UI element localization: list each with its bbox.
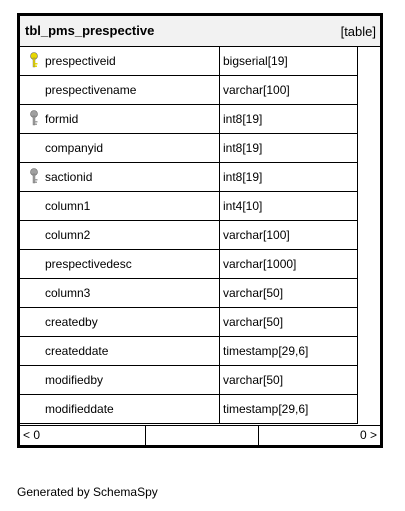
icon-cell-empty <box>20 192 44 220</box>
icon-cell-empty <box>20 250 44 278</box>
column-name[interactable]: formid <box>45 105 220 133</box>
generated-by-label: Generated by SchemaSpy <box>17 485 158 499</box>
column-name[interactable]: sactionid <box>45 163 220 191</box>
column-type: int8[19] <box>220 105 358 133</box>
table-type-label: [table] <box>340 24 376 39</box>
icon-cell-empty <box>20 279 44 307</box>
column-name[interactable]: prespectivedesc <box>45 250 220 278</box>
column-type: varchar[1000] <box>220 250 358 278</box>
column-type: varchar[50] <box>220 279 358 307</box>
foreign-key-icon <box>20 105 44 133</box>
column-type: varchar[50] <box>220 308 358 336</box>
parent-count: < 0 <box>20 426 146 445</box>
column-type: int4[10] <box>220 192 358 220</box>
table-right-margin <box>358 47 380 425</box>
icon-cell-empty <box>20 337 44 365</box>
column-type: varchar[100] <box>220 76 358 104</box>
column-type: int8[19] <box>220 163 358 191</box>
icon-cell-empty <box>20 221 44 249</box>
icon-cell-empty <box>20 395 44 423</box>
column-name[interactable]: modifieddate <box>45 395 220 423</box>
table-name[interactable]: tbl_pms_prespective <box>25 23 155 38</box>
column-name[interactable]: modifiedby <box>45 366 220 394</box>
column-name[interactable]: column2 <box>45 221 220 249</box>
column-name[interactable]: prespectivename <box>45 76 220 104</box>
column-name[interactable]: column3 <box>45 279 220 307</box>
column-name[interactable]: companyid <box>45 134 220 162</box>
relationship-footer: < 0 0 > <box>20 425 380 445</box>
column-name[interactable]: createdby <box>45 308 220 336</box>
column-type: bigserial[19] <box>220 47 358 75</box>
icon-cell-empty <box>20 308 44 336</box>
footer-spacer <box>146 426 259 445</box>
icon-cell-empty <box>20 134 44 162</box>
foreign-key-icon <box>20 163 44 191</box>
column-name[interactable]: column1 <box>45 192 220 220</box>
child-count: 0 > <box>359 428 377 442</box>
column-type: int8[19] <box>220 134 358 162</box>
column-name[interactable]: createddate <box>45 337 220 365</box>
column-name[interactable]: prespectiveid <box>45 47 220 75</box>
column-type: timestamp[29,6] <box>220 337 358 365</box>
column-type: varchar[100] <box>220 221 358 249</box>
primary-key-icon <box>20 47 44 75</box>
column-type: varchar[50] <box>220 366 358 394</box>
table-title-row: tbl_pms_prespective [table] <box>20 16 380 47</box>
column-type: timestamp[29,6] <box>220 395 358 423</box>
schema-table: tbl_pms_prespective [table] prespectivei… <box>17 13 383 448</box>
icon-cell-empty <box>20 366 44 394</box>
icon-cell-empty <box>20 76 44 104</box>
